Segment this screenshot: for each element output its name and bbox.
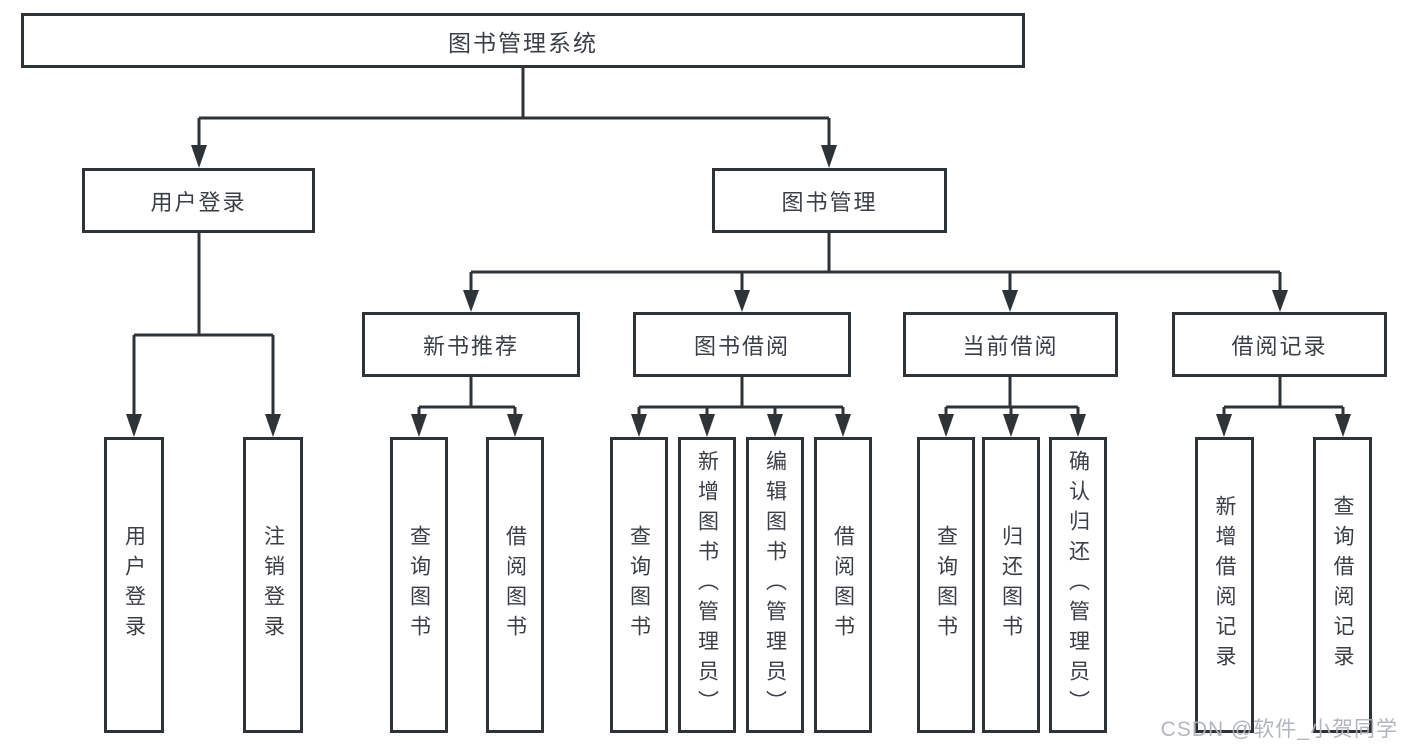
- node-user-login: 用户登录: [82, 168, 315, 233]
- leaf-logout: 注销登录: [243, 437, 303, 733]
- csdn-watermark: CSDN @软件_小贺同学: [1160, 718, 1398, 741]
- node-current-borrow: 当前借阅: [903, 312, 1118, 377]
- arrowheads: [126, 145, 1351, 437]
- leaf-user-login: 用户登录: [104, 437, 164, 733]
- leaf-add-borrow-record: 新增借阅记录: [1195, 437, 1254, 733]
- leaf-query-books-recommend: 查询图书: [390, 437, 448, 733]
- leaf-query-books-borrow: 查询图书: [610, 437, 668, 733]
- leaf-confirm-return-admin: 确认归还（管理员）: [1049, 437, 1107, 733]
- node-book-borrow: 图书借阅: [633, 312, 851, 377]
- leaf-query-borrow-record: 查询借阅记录: [1313, 437, 1372, 733]
- leaf-add-book-admin: 新增图书（管理员）: [678, 437, 736, 733]
- node-new-book-recommend: 新书推荐: [362, 312, 580, 377]
- leaf-borrow-books-recommend: 借阅图书: [486, 437, 544, 733]
- node-root: 图书管理系统: [21, 13, 1025, 68]
- leaf-query-books-current: 查询图书: [917, 437, 975, 733]
- node-borrow-records: 借阅记录: [1172, 312, 1387, 377]
- leaf-edit-book-admin: 编辑图书（管理员）: [746, 437, 804, 733]
- leaf-borrow-books: 借阅图书: [814, 437, 872, 733]
- leaf-return-book: 归还图书: [982, 437, 1040, 733]
- node-book-management: 图书管理: [712, 168, 947, 233]
